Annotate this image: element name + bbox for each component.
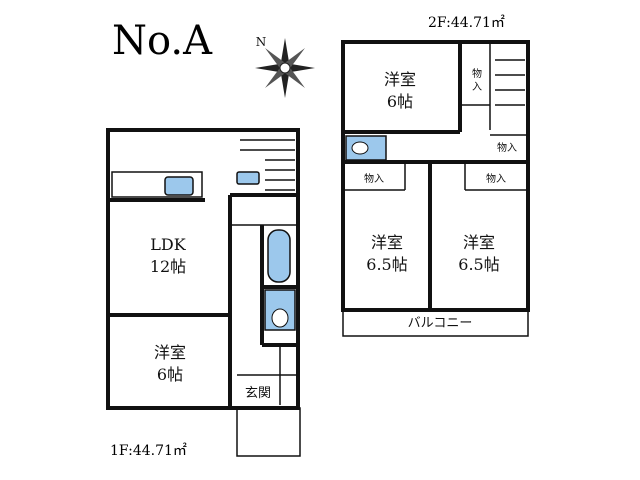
room1-size: 6帖 [387,92,413,111]
floor2-plan: 洋室 6帖 物 入 物入 物入 物入 洋室 6.5帖 洋室 6.5帖 バルコニー [341,40,530,337]
entrance-label: 玄関 [245,386,271,401]
room2-name: 洋室 [371,233,403,252]
room3-size: 6.5帖 [458,255,499,274]
balcony-label: バルコニー [408,316,473,331]
washbasin-icon [236,171,260,185]
storage-label-v2: 入 [472,82,482,93]
stairs-icon-2f [495,59,525,106]
bathtub-icon [267,229,291,283]
floor1-area-label: 1F:44.71㎡ [110,443,187,459]
toilet-icon [271,308,289,328]
room2-size: 6.5帖 [366,255,407,274]
western-room-size: 6帖 [157,365,183,384]
storage-label-v1: 物 [472,67,482,80]
floor1-plan: LDK 12帖 洋室 6帖 玄関 [106,128,301,457]
room1-name: 洋室 [384,70,416,89]
compass-rose-icon: N [255,35,315,98]
storage-label-left: 物入 [364,172,384,185]
storage-label-right: 物入 [486,172,506,185]
ldk-size: 12帖 [150,257,186,276]
stairs-icon [240,139,295,191]
storage-label-hall: 物入 [497,141,517,154]
page-title: No.A [112,18,212,64]
room3-name: 洋室 [463,233,495,252]
sink-icon [164,176,194,196]
toilet-icon-2f [351,141,369,155]
western-room-name: 洋室 [154,343,186,362]
ldk-name: LDK [150,235,186,254]
floor2-area-label: 2F:44.71㎡ [428,15,505,31]
compass-north-label: N [256,35,267,49]
